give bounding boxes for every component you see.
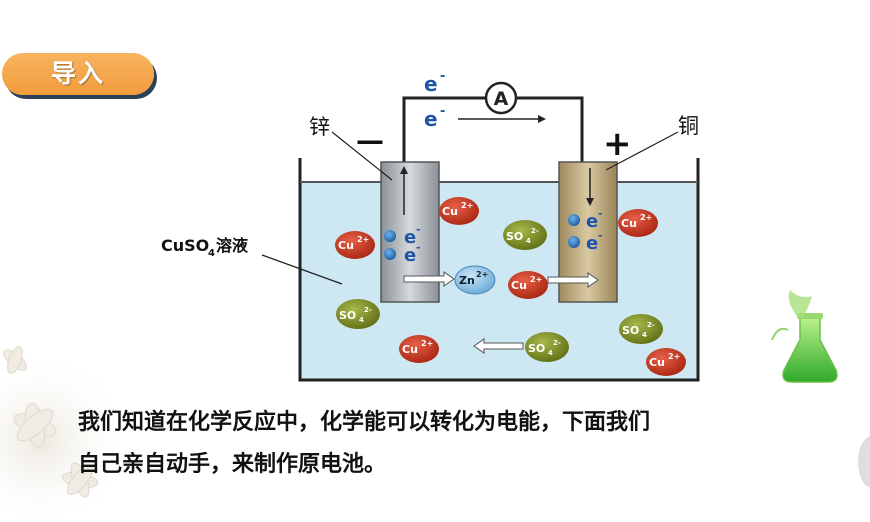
svg-text:e: e (404, 245, 416, 266)
external-wire (402, 96, 584, 162)
zinc-up-arrow (400, 166, 408, 215)
svg-text:Cu: Cu (442, 205, 458, 218)
cu-ion: Cu 2+ (399, 335, 439, 363)
svg-text:2+: 2+ (668, 352, 680, 361)
svg-text:4: 4 (548, 349, 553, 357)
cu-ion: Cu 2+ (508, 271, 548, 299)
intro-line-1: 我们知道在化学反应中，化学能可以转化为电能，下面我们 (78, 410, 651, 435)
svg-text:2-: 2- (364, 306, 372, 314)
svg-text:2+: 2+ (357, 235, 369, 244)
ammeter: A (484, 81, 518, 115)
wire-electron-1: e - (424, 69, 445, 96)
svg-text:4: 4 (208, 248, 215, 259)
so4-ion: SO 4 2- (503, 220, 547, 250)
svg-text:2-: 2- (531, 227, 539, 235)
so4-ion: SO 4 2- (336, 299, 380, 329)
so4-ion: SO 4 2- (619, 314, 663, 344)
svg-text:Cu: Cu (511, 279, 527, 292)
svg-text:e: e (586, 211, 598, 232)
svg-text:4: 4 (359, 316, 364, 324)
svg-text:4: 4 (642, 331, 647, 339)
zn-ion: Zn 2+ (454, 265, 496, 295)
svg-text:-: - (416, 241, 421, 254)
zinc-label: 锌 (309, 115, 330, 139)
svg-text:-: - (440, 69, 445, 84)
plus-sign: + (603, 124, 632, 164)
svg-text:-: - (598, 229, 603, 242)
cu-ion-arrow (547, 272, 599, 288)
edge-shadow-decoration (858, 436, 870, 488)
copper-pointer (605, 131, 679, 171)
intro-text: 我们知道在化学反应中，化学能可以转化为电能，下面我们 自己亲自动手，来制作原电池… (78, 402, 838, 486)
svg-text:Cu: Cu (649, 356, 665, 369)
cu-ion: Cu 2+ (335, 231, 375, 259)
copper-electrons: e - e - (568, 207, 603, 254)
solution-pointer (261, 254, 343, 285)
svg-text:-: - (598, 207, 603, 220)
zinc-pointer (331, 131, 393, 181)
svg-text:溶液: 溶液 (216, 236, 249, 255)
cu-ion: Cu 2+ (618, 209, 658, 237)
so4-ion: SO 4 2- (525, 332, 569, 362)
svg-text:e: e (424, 72, 438, 96)
svg-text:2+: 2+ (530, 275, 542, 284)
flower-decoration (0, 346, 130, 522)
solution-label: CuSO 4 溶液 (161, 236, 249, 259)
svg-text:e: e (424, 107, 438, 131)
svg-text:2+: 2+ (461, 201, 473, 210)
ammeter-label: A (494, 88, 509, 110)
copper-label: 铜 (678, 114, 699, 138)
svg-text:2-: 2- (647, 321, 655, 329)
zn-ion-arrow (403, 271, 455, 287)
svg-text:SO: SO (528, 342, 545, 355)
so4-ion-arrow (473, 338, 524, 354)
svg-text:SO: SO (339, 309, 356, 322)
wire-electron-2: e - (424, 104, 445, 131)
svg-text:2+: 2+ (421, 339, 433, 348)
minus-sign: — (356, 124, 384, 157)
section-tag: 导入 (2, 53, 154, 95)
svg-text:-: - (416, 223, 421, 236)
svg-text:SO: SO (622, 324, 639, 337)
copper-down-arrow (586, 168, 594, 206)
section-tag-label: 导入 (50, 59, 105, 88)
svg-text:2+: 2+ (476, 270, 488, 279)
intro-line-2: 自己亲自动手，来制作原电池。 (78, 452, 387, 477)
svg-text:e: e (404, 227, 416, 248)
svg-text:Cu: Cu (402, 343, 418, 356)
svg-text:-: - (440, 104, 445, 119)
svg-text:e: e (586, 233, 598, 254)
electron-flow-arrow (458, 115, 546, 123)
svg-text:2-: 2- (553, 339, 561, 347)
cu-ion: Cu 2+ (646, 348, 686, 376)
svg-text:CuSO: CuSO (161, 236, 209, 255)
svg-text:Cu: Cu (621, 217, 637, 230)
svg-text:2+: 2+ (640, 213, 652, 222)
svg-text:4: 4 (526, 237, 531, 245)
zinc-electrons: e - e - (384, 223, 421, 266)
svg-text:Zn: Zn (459, 274, 475, 287)
svg-text:Cu: Cu (338, 239, 354, 252)
svg-text:SO: SO (506, 230, 523, 243)
cu-ion: Cu 2+ (439, 197, 479, 225)
flask-icon (771, 290, 838, 383)
